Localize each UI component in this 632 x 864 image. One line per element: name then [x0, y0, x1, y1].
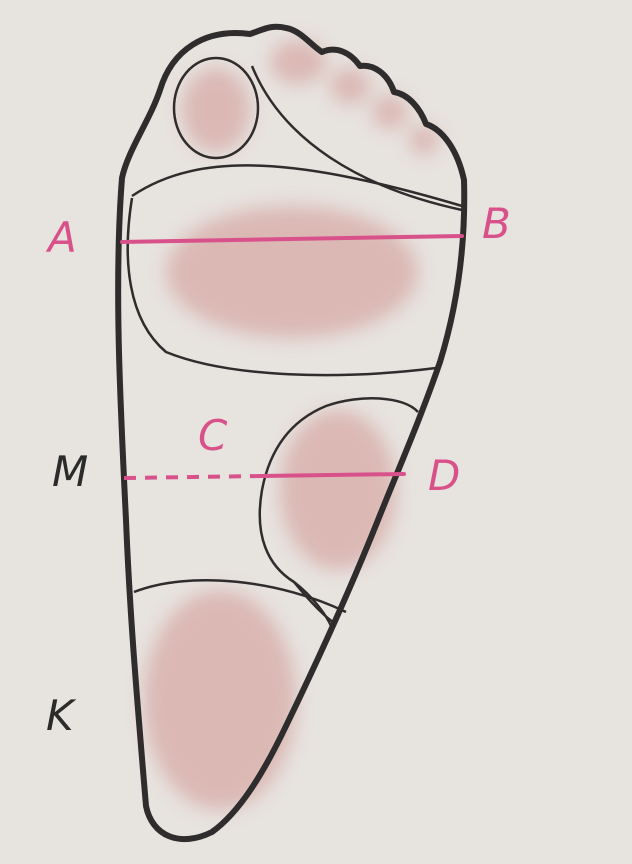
label-k: K — [46, 691, 77, 740]
forefoot-pad — [166, 206, 418, 338]
label-d: D — [428, 451, 460, 500]
line-md-solid — [262, 474, 404, 476]
label-a: A — [45, 213, 77, 262]
toe-pad-3 — [330, 68, 370, 104]
toe-pad-4 — [372, 95, 408, 129]
label-m: M — [52, 447, 88, 496]
midfoot-pad — [280, 410, 396, 570]
label-c: C — [198, 411, 228, 460]
label-b: B — [482, 199, 511, 248]
big-toe-pad — [182, 68, 250, 152]
heel-pad — [144, 590, 296, 810]
